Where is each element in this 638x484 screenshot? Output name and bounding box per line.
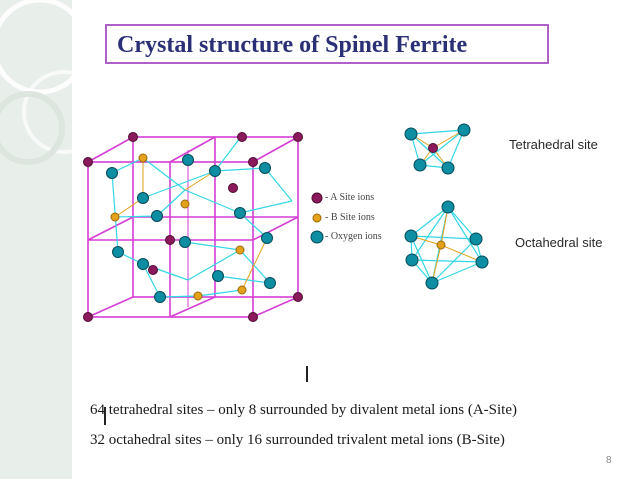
legend-a-site: - A Site ions — [325, 192, 375, 203]
legend-oxygen: - Oxygen ions — [325, 231, 382, 242]
title-box: Crystal structure of Spinel Ferrite — [105, 24, 549, 64]
b-site-ions — [110, 153, 247, 301]
text-cursor-mark — [306, 366, 308, 382]
octahedral-site-label: Octahedral site — [515, 235, 603, 250]
left-decorative-band — [0, 0, 106, 479]
octahedral-site-diagram — [404, 200, 489, 290]
text-cursor-mark — [104, 407, 106, 425]
page-number: 8 — [606, 455, 612, 466]
tetrahedral-site-diagram — [404, 123, 471, 175]
oxygen-ions — [106, 154, 276, 303]
legend-b-site: - B Site ions — [325, 212, 375, 223]
slide-title: Crystal structure of Spinel Ferrite — [117, 32, 468, 58]
a-site-ions — [83, 132, 303, 322]
b-site-bonds — [114, 158, 268, 291]
tetrahedral-site-label: Tetrahedral site — [509, 137, 598, 152]
body-line-octahedral: 32 octahedral sites – only 16 surrounded… — [90, 432, 505, 448]
oxygen-bonds — [111, 137, 293, 298]
body-line-tetrahedral: 64 tetrahedral sites – only 8 surrounded… — [90, 402, 517, 418]
legend-markers — [310, 192, 324, 244]
